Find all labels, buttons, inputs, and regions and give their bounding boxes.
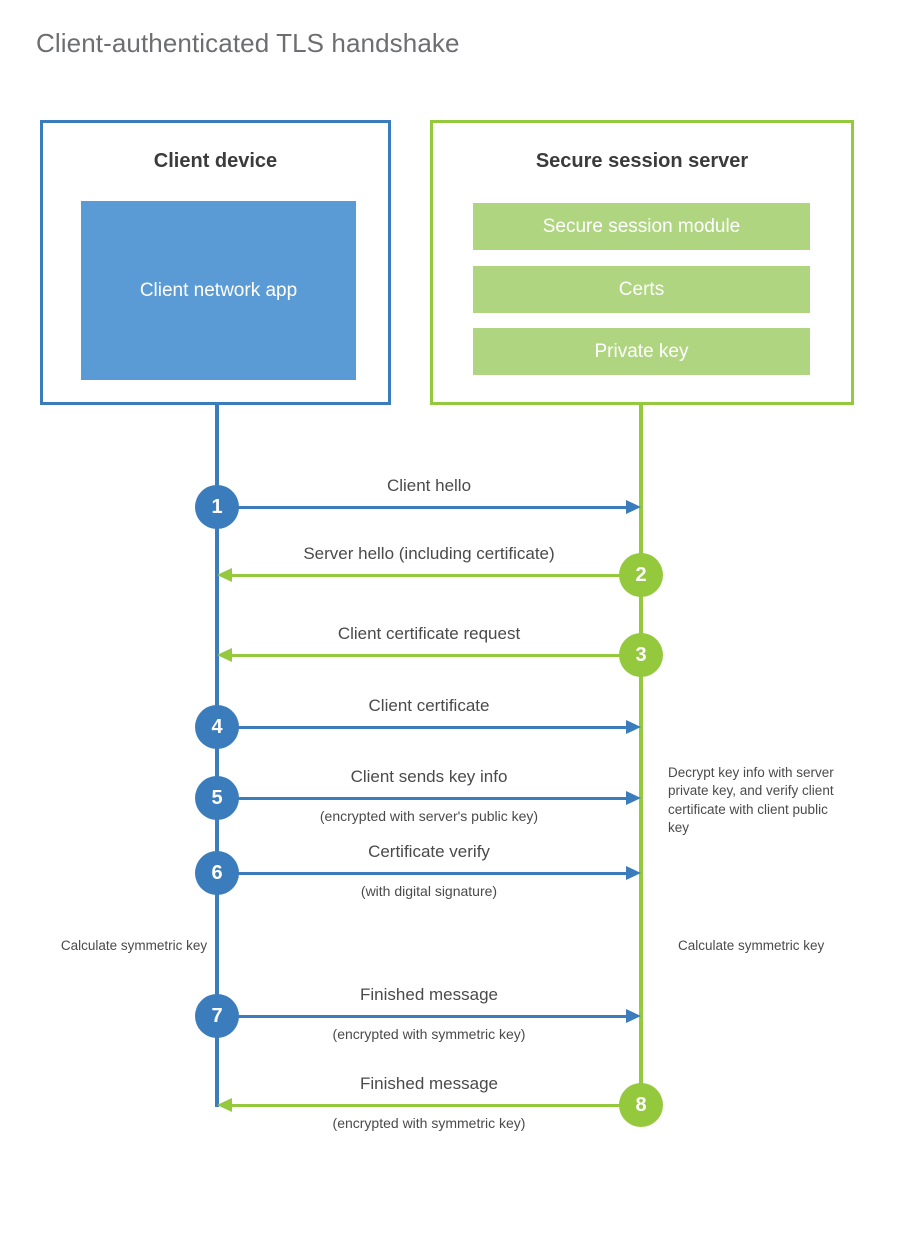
step-circle-2[interactable]: 2 xyxy=(619,553,663,597)
certs-block: Certs xyxy=(473,266,810,313)
arrow-head-icon xyxy=(217,568,232,582)
arrow-head-icon xyxy=(217,1098,232,1112)
secure-session-module-block: Secure session module xyxy=(473,203,810,250)
secure-session-server-title: Secure session server xyxy=(535,150,749,172)
message-line xyxy=(230,654,641,657)
step-circle-7[interactable]: 7 xyxy=(195,994,239,1038)
step-circle-6[interactable]: 6 xyxy=(195,851,239,895)
calculate-symmetric-key-client-note: Calculate symmetric key xyxy=(60,938,208,953)
step-circle-1[interactable]: 1 xyxy=(195,485,239,529)
message-line xyxy=(217,797,628,800)
message-label: Finished message xyxy=(360,985,498,1004)
arrow-head-icon xyxy=(626,720,641,734)
step-circle-3[interactable]: 3 xyxy=(619,633,663,677)
client-device-box: Client device Client network app xyxy=(40,120,391,405)
message-label: Finished message xyxy=(360,1074,498,1093)
message-sublabel: (encrypted with symmetric key) xyxy=(332,1115,526,1131)
message-sublabel: (encrypted with server's public key) xyxy=(319,808,539,824)
server-lifeline xyxy=(639,405,643,1107)
message-line xyxy=(217,872,628,875)
step-circle-5[interactable]: 5 xyxy=(195,776,239,820)
message-label: Client certificate xyxy=(368,696,490,715)
message-sublabel: (encrypted with symmetric key) xyxy=(332,1026,526,1042)
arrow-head-icon xyxy=(626,866,641,880)
message-sublabel: (with digital signature) xyxy=(360,883,498,899)
message-line xyxy=(230,1104,641,1107)
calculate-symmetric-key-server-note: Calculate symmetric key xyxy=(678,938,825,953)
client-network-app-block: Client network app xyxy=(81,201,356,380)
client-device-title: Client device xyxy=(153,150,278,172)
arrow-head-icon xyxy=(626,791,641,805)
message-label: Client sends key info xyxy=(350,767,508,786)
step-circle-4[interactable]: 4 xyxy=(195,705,239,749)
message-line xyxy=(217,726,628,729)
arrow-head-icon xyxy=(217,648,232,662)
message-label: Certificate verify xyxy=(368,842,490,861)
message-label: Client certificate request xyxy=(337,624,521,643)
client-lifeline xyxy=(215,405,219,1107)
private-key-block: Private key xyxy=(473,328,810,375)
arrow-head-icon xyxy=(626,1009,641,1023)
message-line xyxy=(217,1015,628,1018)
message-label: Client hello xyxy=(386,476,472,495)
decrypt-key-info-note: Decrypt key info with server private key… xyxy=(668,765,834,836)
message-label: Server hello (including certificate) xyxy=(303,544,555,563)
step-circle-8[interactable]: 8 xyxy=(619,1083,663,1127)
secure-session-server-box: Secure session server Secure session mod… xyxy=(430,120,854,405)
message-line xyxy=(230,574,641,577)
page-title: Client-authenticated TLS handshake xyxy=(36,28,460,58)
message-line xyxy=(217,506,628,509)
arrow-head-icon xyxy=(626,500,641,514)
